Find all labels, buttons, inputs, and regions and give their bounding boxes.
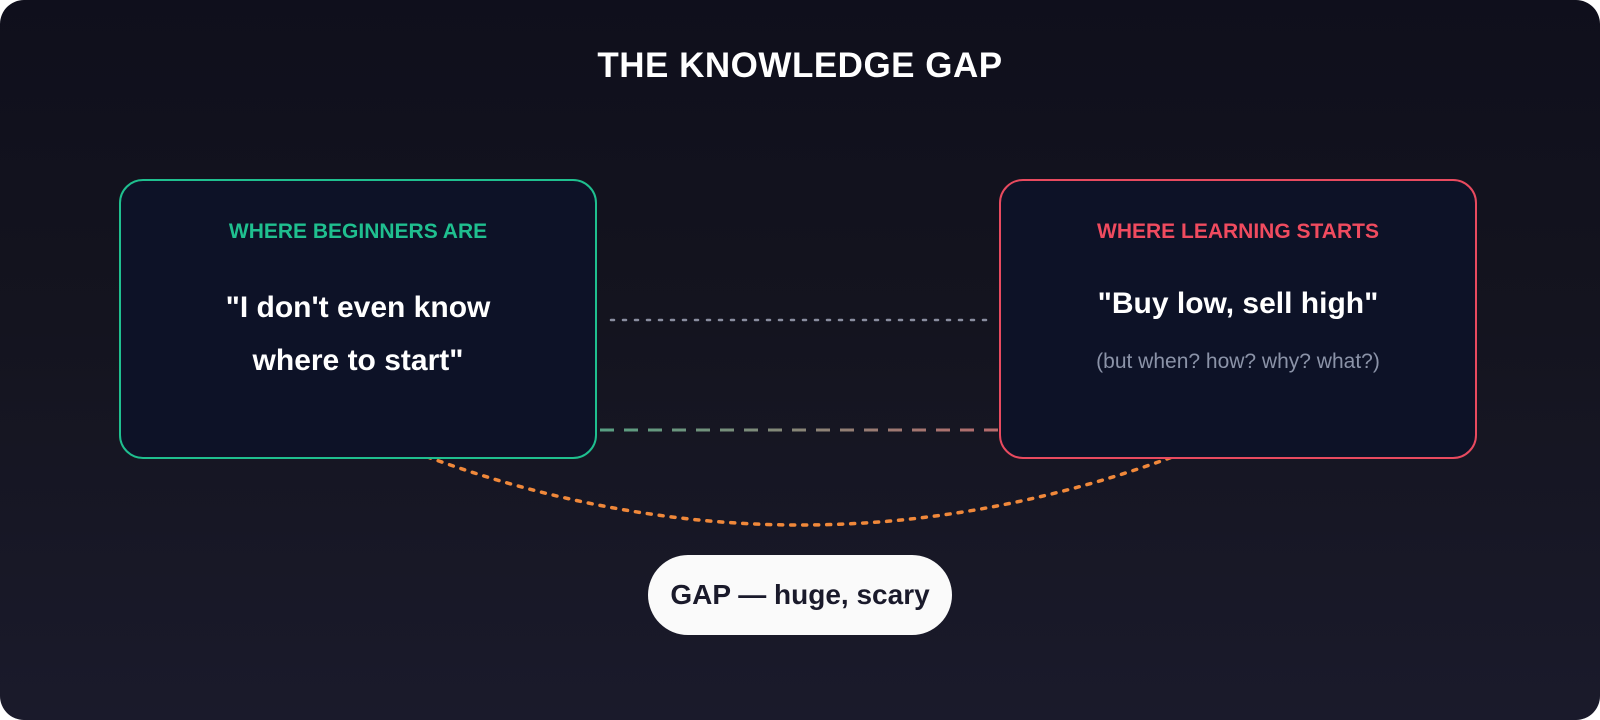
beginners-quote-line-2: where to start" [252, 344, 464, 377]
diagram-title: THE KNOWLEDGE GAP [597, 46, 1003, 85]
learning-starts-quote-line-1: "Buy low, sell high" [1097, 287, 1379, 320]
beginners-box: WHERE BEGINNERS ARE "I don't even know w… [119, 179, 597, 459]
gap-arc [358, 428, 1242, 527]
learning-starts-subnote: (but when? how? why? what?) [1096, 350, 1380, 373]
learning-starts-box-label: WHERE LEARNING STARTS [1097, 220, 1379, 243]
gap-label-pill: GAP — huge, scary [648, 555, 952, 635]
beginners-quote: "I don't even know where to start" [121, 281, 595, 387]
learning-starts-box: WHERE LEARNING STARTS "Buy low, sell hig… [999, 179, 1477, 459]
beginners-box-label: WHERE BEGINNERS ARE [228, 220, 488, 243]
beginners-quote-line-1: "I don't even know [225, 291, 491, 324]
learning-starts-quote: "Buy low, sell high" [1001, 277, 1475, 330]
